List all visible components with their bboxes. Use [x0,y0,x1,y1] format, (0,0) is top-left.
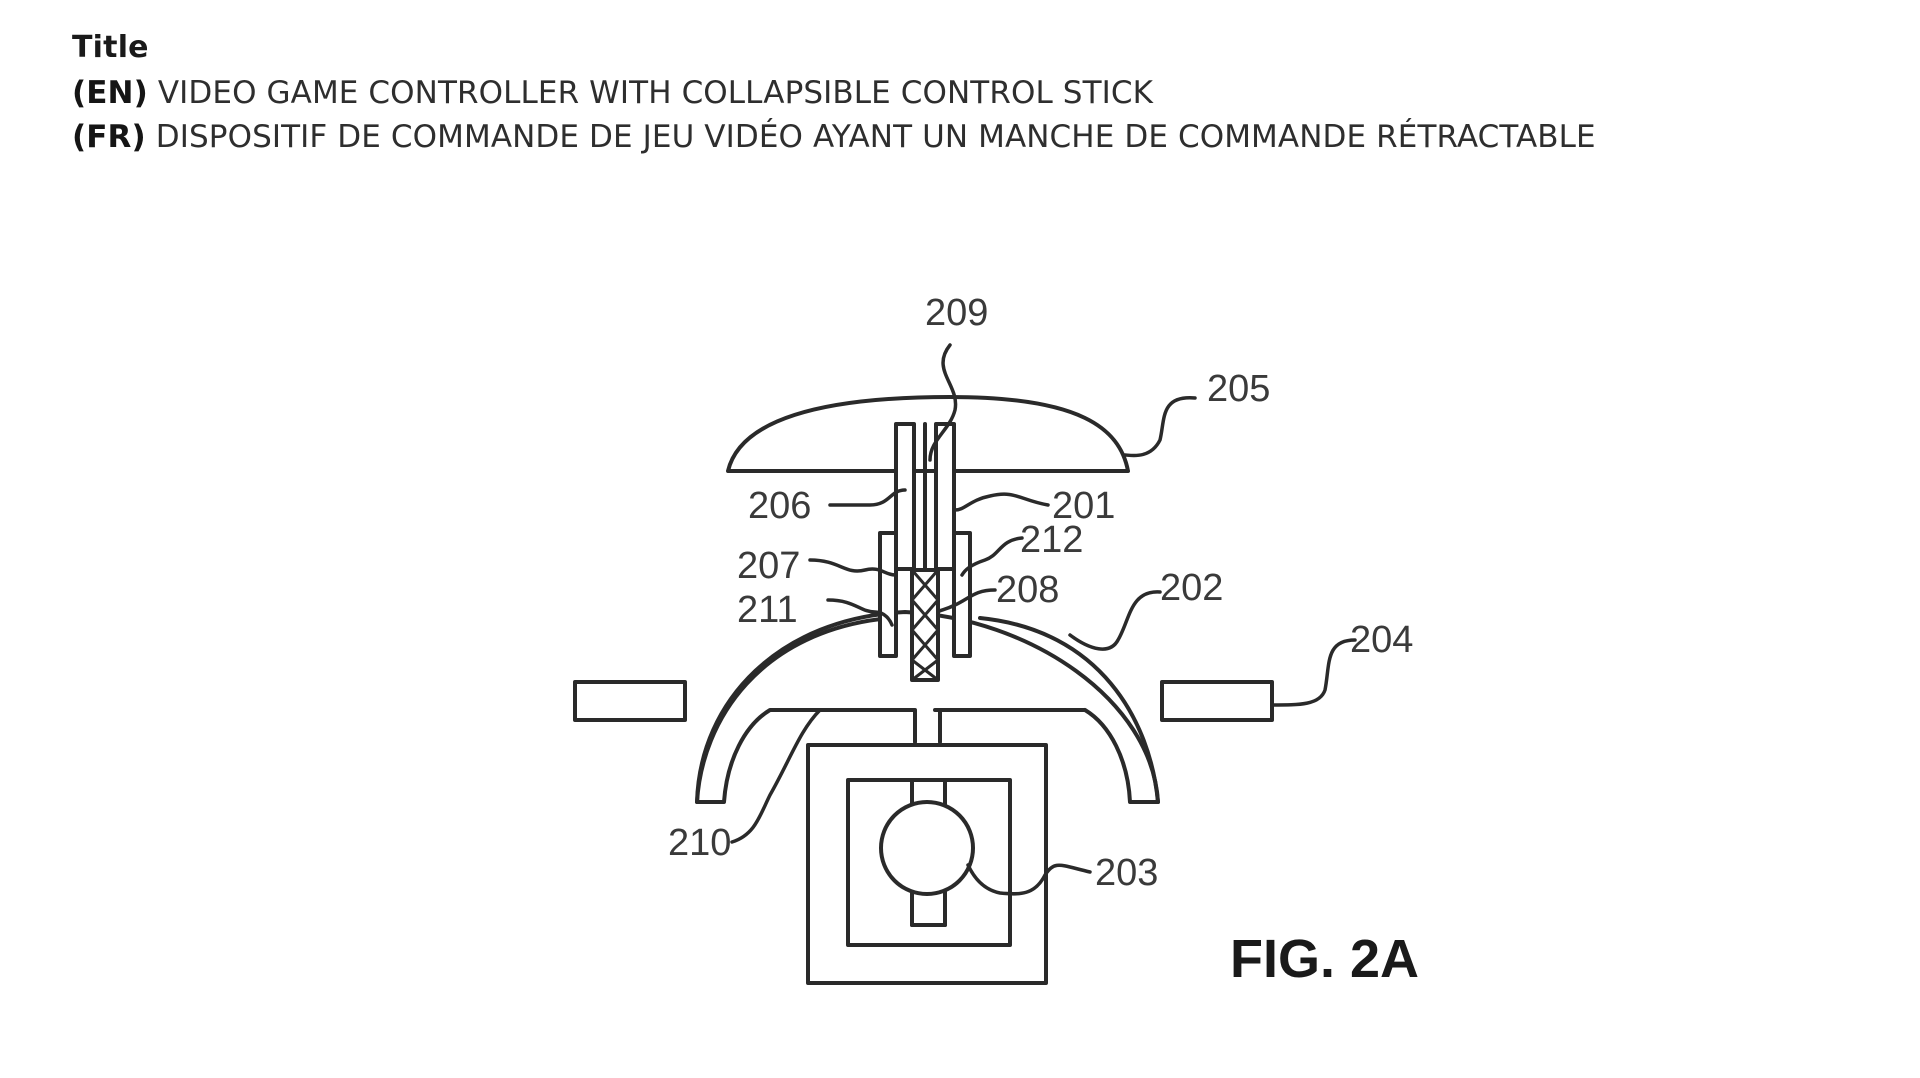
lang-code-en: (EN) [72,75,148,111]
ref-201: 201 [1052,485,1115,527]
tube-right-201 [934,422,956,571]
sensor-ball [879,800,975,896]
leader-201 [953,492,1050,512]
reference-numerals: 209 205 206 201 212 207 208 211 202 204 … [668,292,1419,989]
leader-lines [730,343,1357,896]
leader-210 [730,708,822,844]
ref-208: 208 [996,569,1059,611]
ref-202: 202 [1160,567,1223,609]
base-top-arc [695,610,1160,804]
leader-209 [928,343,958,462]
leader-208 [936,588,997,614]
sensor-housing-inner-203 [846,778,1012,947]
ref-210: 210 [668,822,731,864]
ref-205: 205 [1207,368,1270,410]
tube-left-206 [894,422,916,571]
title-en-text: VIDEO GAME CONTROLLER WITH COLLAPSIBLE C… [157,75,1154,111]
title-fr: (FR)DISPOSITIF DE COMMANDE DE JEU VIDÉO … [72,119,1596,155]
leader-203 [966,863,1092,896]
leader-207 [808,558,897,577]
ref-206: 206 [748,485,811,527]
arched-base-202 [695,616,1160,804]
side-block-left-204 [573,680,687,722]
ref-204: 204 [1350,619,1413,661]
patent-title-block: Title (EN)VIDEO GAME CONTROLLER WITH COL… [72,30,1596,163]
tube-lower-right-212 [952,531,972,658]
sensor-housing-outer-203 [806,743,1048,985]
ref-207: 207 [737,545,800,587]
title-heading: Title [72,30,149,65]
leader-211 [826,598,894,627]
title-en: (EN)VIDEO GAME CONTROLLER WITH COLLAPSIB… [72,75,1596,111]
tube-lower-left-211 [878,531,898,658]
leader-202 [1068,590,1162,651]
leader-204 [1270,638,1357,707]
ref-209: 209 [925,292,988,334]
thumb-cap-205 [726,395,1130,473]
figure-label: FIG. 2A [1230,929,1419,989]
ref-211: 211 [737,589,798,631]
leader-206 [828,488,907,507]
lang-code-fr: (FR) [72,119,146,155]
title-fr-text: DISPOSITIF DE COMMANDE DE JEU VIDÉO AYAN… [155,119,1596,155]
ref-212: 212 [1020,519,1083,561]
ref-203: 203 [1095,852,1158,894]
leader-212 [960,536,1024,577]
leader-205 [1123,396,1197,458]
spring-coils-208 [910,568,940,682]
side-block-right-204 [1160,680,1274,722]
